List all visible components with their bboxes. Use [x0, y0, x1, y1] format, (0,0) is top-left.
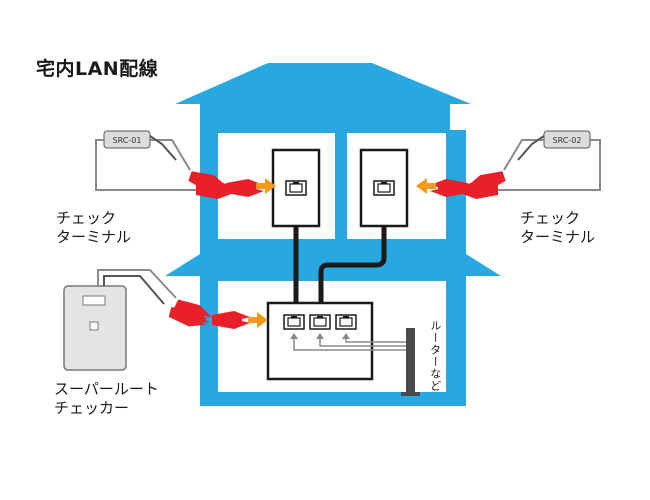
label-line: ターミナル	[520, 227, 596, 246]
checker-lead	[103, 275, 165, 305]
label-check-terminal-right: チェック ターミナル	[520, 209, 595, 247]
checker-display	[82, 295, 106, 306]
lan-port-icon	[285, 180, 307, 196]
diagram-title: 宅内LAN配線	[36, 58, 159, 80]
terminal-wire	[498, 139, 601, 191]
lan-port-icon	[283, 314, 305, 330]
checker-button	[89, 321, 99, 331]
terminal-tag: SRC-01	[113, 136, 142, 145]
router-link-arrows	[290, 333, 350, 339]
terminal-wire	[503, 139, 544, 171]
lan-port-icon	[309, 314, 331, 330]
label-line: チェック	[520, 209, 581, 227]
check-terminal-left: SRC-01	[95, 130, 264, 199]
label-line: チェック	[56, 209, 117, 227]
label-router: ルーターなど	[428, 320, 442, 392]
checker-wire	[97, 269, 177, 299]
label-line: ターミナル	[56, 227, 132, 246]
router-stand	[401, 392, 420, 396]
lan-port-icon	[373, 180, 395, 196]
router-device	[406, 328, 415, 396]
house-attic	[200, 104, 450, 130]
terminal-wire	[150, 139, 191, 171]
terminal-tag: SRC-02	[553, 136, 582, 145]
lan-cable-right	[318, 225, 387, 304]
lan-port-icon	[335, 314, 357, 330]
house-roof-top	[175, 63, 471, 104]
terminal-lead	[149, 135, 177, 161]
check-terminal-right: SRC-02	[430, 130, 601, 199]
route-checker	[63, 269, 250, 371]
label-check-terminal-left: チェック ターミナル	[56, 209, 131, 247]
terminal-wire	[95, 139, 196, 191]
label-route-checker: スーパールート チェッカー	[54, 380, 159, 418]
label-line: スーパールート	[54, 380, 159, 398]
terminal-lead	[517, 135, 545, 161]
label-line: チェッカー	[54, 398, 130, 417]
